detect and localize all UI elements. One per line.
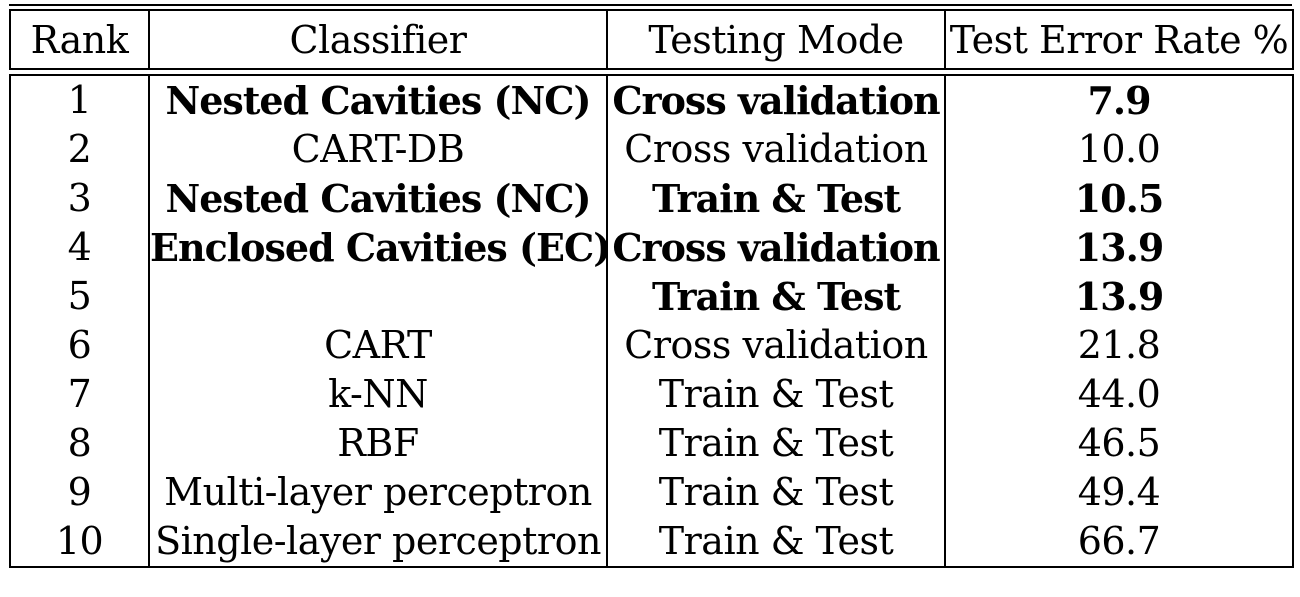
table-header-row: Rank Classifier Testing Mode Test Error … [9, 9, 1294, 70]
rank-cell: 10 [9, 517, 150, 568]
rank-cell: 7 [9, 370, 150, 419]
error-rate-cell: 21.8 [944, 321, 1294, 370]
rank-cell: 9 [9, 468, 150, 517]
testing-mode-cell: Train & Test [606, 517, 946, 568]
error-rate-cell: 44.0 [944, 370, 1294, 419]
top-rule [9, 4, 1292, 6]
header-test-error-rate: Test Error Rate % [944, 9, 1294, 70]
testing-mode-cell: Train & Test [606, 272, 946, 321]
rank-cell: 5 [9, 272, 150, 321]
header-gap [10, 69, 1293, 76]
results-table-container: Rank Classifier Testing Mode Test Error … [9, 4, 1294, 568]
header-rank: Rank [9, 9, 150, 70]
classifier-cell: Enclosed Cavities (EC) [148, 223, 608, 272]
classifier-cell: Multi-layer perceptron [148, 468, 608, 517]
rank-cell: 8 [9, 419, 150, 468]
testing-mode-cell: Train & Test [606, 174, 946, 223]
testing-mode-cell: Cross validation [606, 75, 946, 125]
rank-cell: 3 [9, 174, 150, 223]
error-rate-cell: 49.4 [944, 468, 1294, 517]
classifier-cell: k-NN [148, 370, 608, 419]
rank-cell: 2 [9, 125, 150, 174]
testing-mode-cell: Train & Test [606, 370, 946, 419]
error-rate-cell: 46.5 [944, 419, 1294, 468]
classifier-ranking-table: Rank Classifier Testing Mode Test Error … [9, 9, 1294, 568]
testing-mode-cell: Cross validation [606, 125, 946, 174]
testing-mode-cell: Train & Test [606, 419, 946, 468]
testing-mode-cell: Train & Test [606, 468, 946, 517]
error-rate-cell: 13.9 [944, 272, 1294, 321]
error-rate-cell: 10.5 [944, 174, 1294, 223]
classifier-cell: Nested Cavities (NC) [148, 75, 608, 125]
rank-cell: 6 [9, 321, 150, 370]
classifier-cell: CART-DB [148, 125, 608, 174]
classifier-cell [148, 272, 608, 321]
header-testing-mode: Testing Mode [606, 9, 946, 70]
header-classifier: Classifier [148, 9, 608, 70]
error-rate-cell: 7.9 [944, 75, 1294, 125]
classifier-cell: RBF [148, 419, 608, 468]
rank-cell: 1 [9, 75, 150, 125]
classifier-cell: Single-layer perceptron [148, 517, 608, 568]
error-rate-cell: 13.9 [944, 223, 1294, 272]
error-rate-cell: 10.0 [944, 125, 1294, 174]
rank-cell: 4 [9, 223, 150, 272]
testing-mode-cell: Cross validation [606, 223, 946, 272]
testing-mode-cell: Cross validation [606, 321, 946, 370]
classifier-cell: Nested Cavities (NC) [148, 174, 608, 223]
error-rate-cell: 66.7 [944, 517, 1294, 568]
classifier-cell: CART [148, 321, 608, 370]
